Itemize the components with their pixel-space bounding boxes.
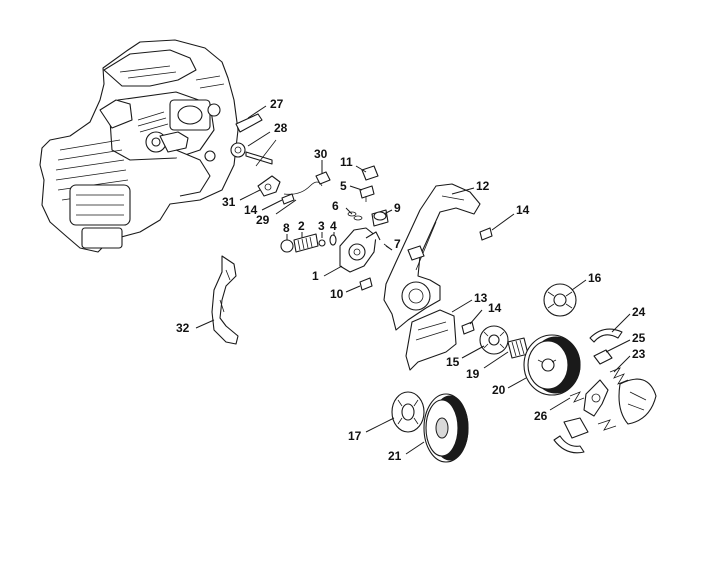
engine-housing bbox=[39, 39, 239, 253]
callout-1: 1 bbox=[312, 269, 319, 283]
part-14a-screw bbox=[281, 193, 295, 205]
part-28-oil-pump-shaft bbox=[230, 139, 277, 167]
leader-lines bbox=[195, 105, 631, 455]
callout-31: 31 bbox=[222, 195, 236, 209]
callout-4: 4 bbox=[330, 219, 337, 233]
part-8-screw bbox=[280, 239, 294, 253]
part-1-oil-pump bbox=[339, 227, 381, 273]
callout-11: 11 bbox=[340, 155, 353, 169]
part-15-washer bbox=[479, 325, 509, 355]
callout-17: 17 bbox=[348, 429, 362, 443]
part-9-plug bbox=[371, 209, 389, 227]
part-6-o-rings bbox=[347, 211, 363, 221]
part-3-washer bbox=[318, 239, 326, 247]
callout-28: 28 bbox=[274, 121, 288, 135]
callout-6: 6 bbox=[332, 199, 339, 213]
callout-10: 10 bbox=[330, 287, 344, 301]
part-16-sprocket bbox=[543, 283, 577, 317]
callout-21: 21 bbox=[388, 449, 402, 463]
part-21-clutch-drum bbox=[423, 393, 469, 463]
callout-5: 5 bbox=[340, 179, 347, 193]
callout-26: 26 bbox=[534, 409, 548, 423]
part-29-hose bbox=[283, 181, 323, 195]
part-31-clamp bbox=[257, 175, 281, 197]
callout-14-lower: 14 bbox=[488, 301, 502, 315]
part-13-guide bbox=[405, 309, 457, 371]
callout-19: 19 bbox=[466, 367, 480, 381]
callout-15: 15 bbox=[446, 355, 460, 369]
callout-24: 24 bbox=[632, 305, 646, 319]
callout-29: 29 bbox=[256, 213, 270, 227]
part-10-screw bbox=[359, 277, 373, 291]
part-14c-screw bbox=[461, 321, 475, 335]
part-24-clutch-shoe bbox=[589, 328, 623, 343]
part-4-seal bbox=[329, 234, 337, 246]
callouts: 27 28 30 11 12 5 31 14 29 6 9 14 8 2 3 4… bbox=[176, 97, 646, 463]
part-12-cover-plate bbox=[383, 183, 481, 331]
callout-12: 12 bbox=[476, 179, 490, 193]
part-32-chain-catcher bbox=[211, 255, 239, 345]
part-2-spring-bolt bbox=[293, 233, 319, 253]
callout-32: 32 bbox=[176, 321, 190, 335]
callout-7: 7 bbox=[394, 237, 401, 251]
callout-13: 13 bbox=[474, 291, 488, 305]
callout-3: 3 bbox=[318, 219, 325, 233]
part-25-spring-hook bbox=[593, 349, 613, 365]
callout-27: 27 bbox=[270, 97, 284, 111]
callout-16: 16 bbox=[588, 271, 602, 285]
part-14b-screw bbox=[479, 227, 493, 241]
callout-30: 30 bbox=[314, 147, 328, 161]
callout-2: 2 bbox=[298, 219, 305, 233]
part-17-rim-sprocket bbox=[391, 391, 425, 433]
part-20-clutch-drum bbox=[523, 334, 581, 396]
part-11-oil-pickup bbox=[361, 165, 379, 181]
callout-23: 23 bbox=[632, 347, 646, 361]
callout-14-right: 14 bbox=[516, 203, 530, 217]
callout-25: 25 bbox=[632, 331, 646, 345]
callout-14-upper: 14 bbox=[244, 203, 258, 217]
part-27-cover bbox=[235, 113, 263, 133]
part-30-clip bbox=[315, 171, 331, 185]
part-26-clutch-assembly bbox=[553, 378, 657, 454]
part-5-valve bbox=[359, 185, 375, 202]
callout-9: 9 bbox=[394, 201, 401, 215]
callout-20: 20 bbox=[492, 383, 506, 397]
callout-8: 8 bbox=[283, 221, 290, 235]
part-23-clutch-spring bbox=[609, 367, 629, 385]
